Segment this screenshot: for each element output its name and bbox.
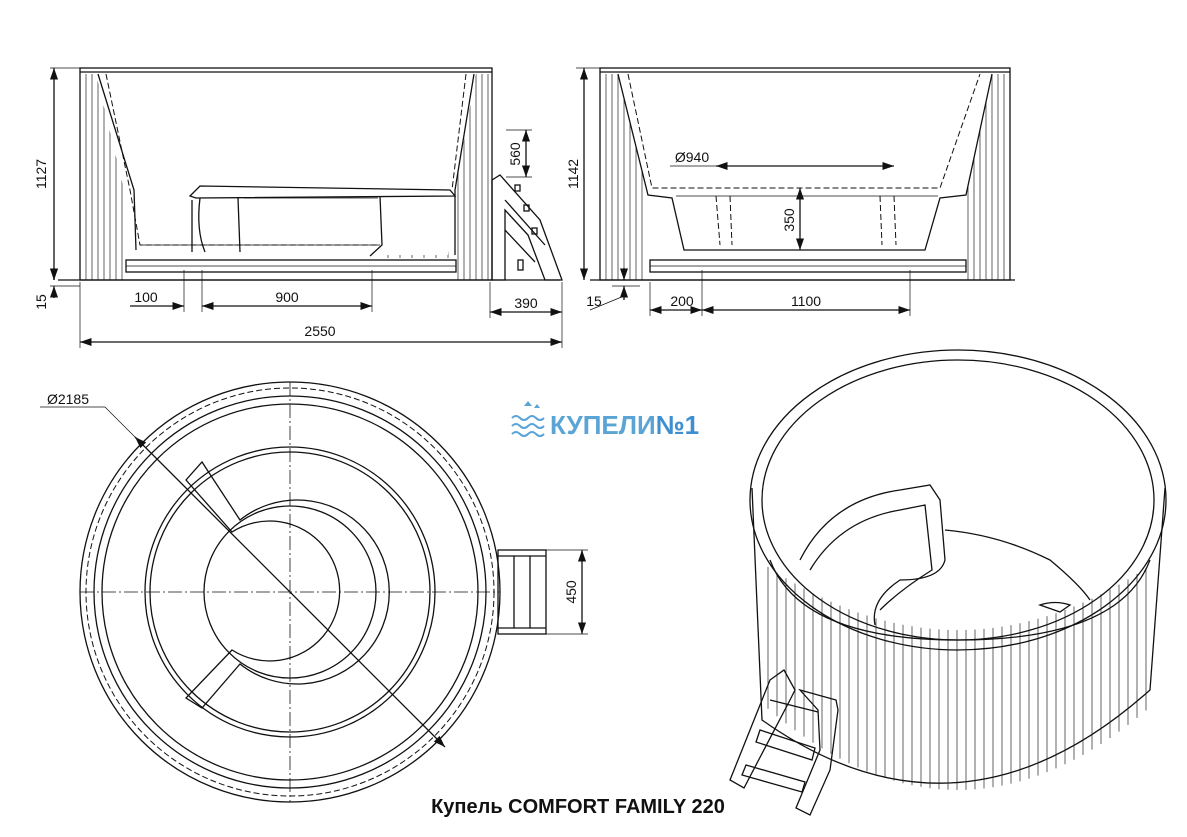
iso-top-rim (749, 349, 1167, 651)
dim-side-bottom-width: 1100 (791, 293, 821, 309)
iso-ladder (729, 669, 839, 816)
dim-front-step-depth: 390 (514, 295, 538, 311)
iso-barrel-slats (767, 566, 1147, 790)
dim-side-offset: 200 (670, 293, 694, 309)
water-waves-icon (511, 401, 545, 437)
dim-front-seat-width: 900 (275, 289, 299, 305)
top-seat-bench (184, 460, 390, 709)
dim-front-base-gap: 15 (33, 294, 49, 310)
drawing-title: Купель COMFORT FAMILY 220 (431, 796, 725, 818)
front-tub-right-wall (454, 73, 475, 255)
dim-front-overall-width: 2550 (304, 323, 335, 339)
side-tub-profile (617, 73, 993, 251)
iso-barrel-body (751, 487, 1166, 784)
brand-logo: КУПЕЛИ№1 (511, 401, 699, 440)
dim-front-step-height: 560 (507, 142, 523, 166)
dim-front-offset: 100 (134, 289, 158, 305)
iso-view (729, 349, 1167, 816)
front-tub-left-wall (97, 73, 137, 251)
front-view: 1127 15 560 100 900 390 2550 (33, 67, 563, 348)
dim-side-seat-height: 350 (781, 208, 797, 232)
dim-top-step-width: 450 (563, 580, 579, 604)
front-ladder (491, 174, 563, 281)
top-step (497, 549, 547, 635)
dim-front-height: 1127 (33, 159, 49, 189)
dim-top-outer-diameter: Ø2185 (47, 391, 89, 407)
dim-side-bottom-diameter: Ø940 (675, 149, 709, 165)
dim-side-base-gap: 15 (586, 293, 602, 309)
dim-side-height: 1142 (565, 159, 581, 189)
front-seat (188, 185, 457, 199)
top-view: Ø2185 450 (40, 381, 588, 803)
logo-text: КУПЕЛИ№1 (550, 410, 699, 440)
side-view: 1142 15 Ø940 350 200 1100 (565, 67, 1015, 316)
